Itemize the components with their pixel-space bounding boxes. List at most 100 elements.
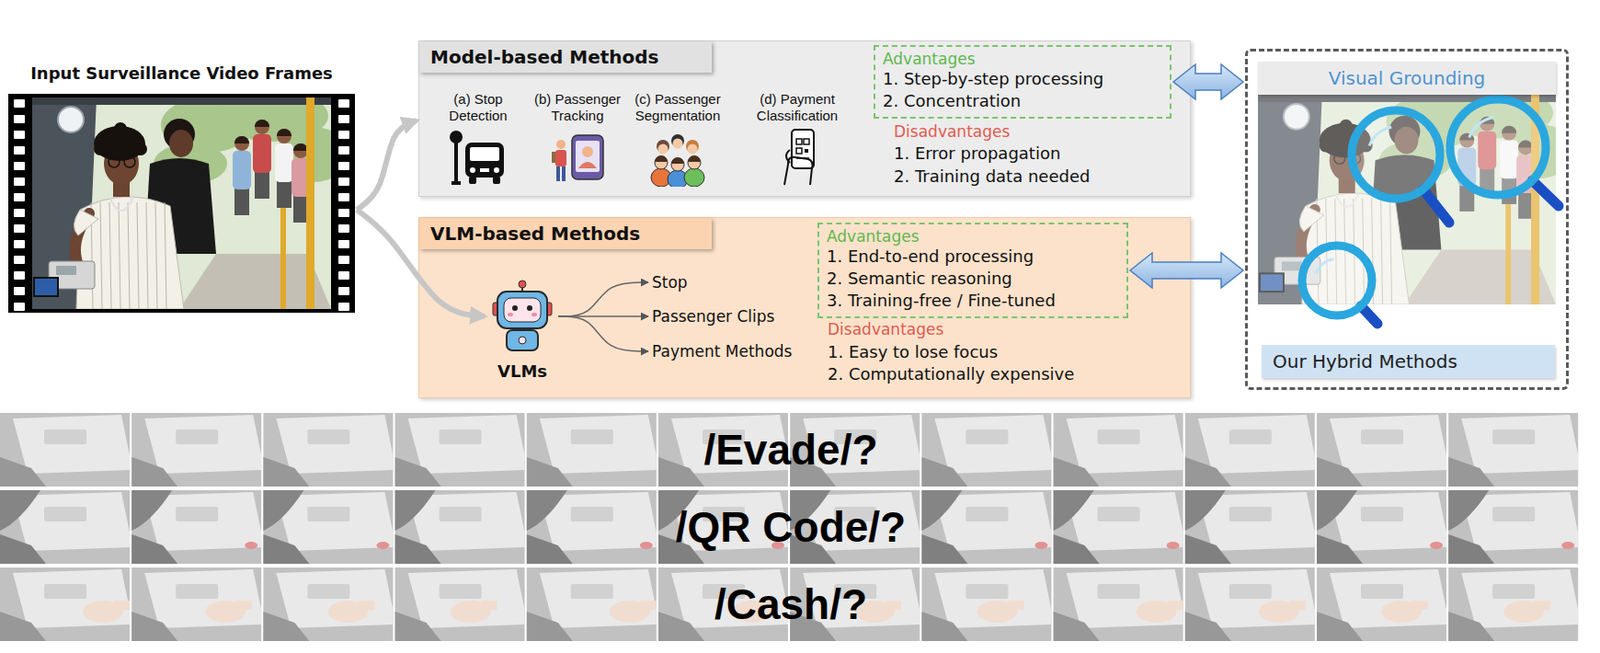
sprocket-hole xyxy=(338,146,350,155)
text-slot: Advantages xyxy=(826,227,1120,246)
person-body xyxy=(274,143,294,183)
magnifier-lens xyxy=(1302,245,1372,316)
text-slot: Payment Methods xyxy=(651,340,792,363)
vlm-label: VLMs xyxy=(488,361,557,382)
wheel xyxy=(468,176,477,184)
sprocket-hole xyxy=(13,146,25,155)
text-slot: Disadvantages xyxy=(827,320,944,339)
text-slot: Advantages xyxy=(882,49,1163,69)
shirt-stripe xyxy=(109,202,112,309)
screen-head xyxy=(582,146,594,158)
person-leg xyxy=(561,166,566,182)
sprocket-hole xyxy=(13,99,25,108)
hair xyxy=(687,155,701,162)
text-slot: 2. Semantic reasoning xyxy=(826,267,1120,290)
qr-corner xyxy=(796,138,802,145)
frame-question: /QR Code/? xyxy=(606,501,975,553)
text-slot: Disadvantages xyxy=(893,122,1010,141)
bus-wall xyxy=(32,97,97,309)
sprocket-hole xyxy=(338,302,350,311)
person-legs xyxy=(234,187,250,216)
advantage-item: 1. End-to-end processing xyxy=(826,245,1034,268)
sprocket-hole xyxy=(13,208,25,218)
grounding-header: Visual Grounding xyxy=(1257,61,1556,95)
sprocket-hole xyxy=(338,193,350,202)
sprocket-hole xyxy=(338,114,350,124)
person-body xyxy=(555,149,567,167)
robot-head xyxy=(497,291,548,329)
hybrid-box: Visual GroundingOur Hybrid Methods xyxy=(1245,48,1569,390)
magnifier-handle xyxy=(1531,180,1559,206)
head xyxy=(671,158,685,172)
text-slot: /QR Code/? xyxy=(606,501,975,553)
hair-curl xyxy=(102,127,116,141)
shirt-stripe xyxy=(137,202,139,309)
disadvantages-heading: Disadvantages xyxy=(893,122,1010,141)
disadvantages-heading: Disadvantages xyxy=(827,320,944,339)
person-legs xyxy=(276,180,292,208)
bus-body xyxy=(465,142,504,178)
sprocket-hole xyxy=(338,255,350,264)
sprocket-hole xyxy=(13,193,25,202)
sprocket-hole xyxy=(13,177,25,186)
sprocket-hole xyxy=(13,271,25,280)
text-slot: Passenger Clips xyxy=(651,305,775,328)
robot-cheek xyxy=(531,312,538,317)
step-box: (b) Passenger Tracking xyxy=(528,91,627,187)
input-video: Input Surveillance Video Frames xyxy=(8,93,355,313)
robot-cheek xyxy=(507,312,514,317)
sprocket-hole xyxy=(338,271,350,280)
sprocket-hole xyxy=(338,286,350,296)
person-head xyxy=(276,128,292,144)
shirt-stripe xyxy=(118,202,121,309)
sprocket-hole xyxy=(13,161,25,171)
sprocket-hole xyxy=(13,255,25,264)
segmentation-icon xyxy=(648,127,708,187)
frame-question: /Cash/? xyxy=(606,578,975,630)
shirt-stripe xyxy=(146,202,149,309)
text-slot: Input Surveillance Video Frames xyxy=(0,62,376,85)
vlm-robot: VLMs xyxy=(488,278,557,382)
glasses xyxy=(124,156,136,168)
face xyxy=(658,144,669,155)
antenna-ball xyxy=(518,280,526,288)
disadvantage-item: 2. Training data needed xyxy=(893,165,1090,188)
film-strip xyxy=(8,93,355,313)
face xyxy=(687,144,698,155)
head xyxy=(687,156,701,170)
disadvantage-item: 1. Easy to lose focus xyxy=(827,341,998,364)
screen-shoulders xyxy=(578,161,597,169)
bus-stop-icon xyxy=(448,127,508,187)
step-box: (d) Payment Classification xyxy=(748,91,846,187)
text-slot: VLM-based Methods xyxy=(419,217,712,250)
person-hair xyxy=(234,136,250,144)
magnifier-glint xyxy=(1469,117,1494,138)
panel-header: Model-based Methods xyxy=(419,41,712,73)
screen-inner xyxy=(575,140,600,172)
dashboard-screen xyxy=(34,277,58,297)
person-hair xyxy=(293,143,309,151)
headlight xyxy=(493,167,500,173)
advantage-item: 2. Semantic reasoning xyxy=(826,267,1013,290)
bus-scene xyxy=(32,93,350,309)
advantage-item: 3. Training-free / Fine-tuned xyxy=(826,289,1056,312)
stop-sign xyxy=(449,130,463,144)
sprocket-hole xyxy=(13,286,25,296)
text-slot: /Cash/? xyxy=(606,578,975,630)
shirt-stripe xyxy=(164,202,167,309)
advantage-item: 2. Concentration xyxy=(882,90,1021,113)
text-slot: Model-based Methods xyxy=(419,41,712,73)
grill xyxy=(480,168,490,172)
person-legs xyxy=(254,171,270,199)
text-slot: 2. Computationally expensive xyxy=(827,363,1075,386)
sprocket-hole xyxy=(13,240,25,249)
phone xyxy=(791,129,814,169)
shirt-stripe xyxy=(127,202,130,309)
robot-face xyxy=(503,297,541,322)
output-label: Passenger Clips xyxy=(651,305,775,328)
output-item: Passenger Clips xyxy=(651,305,775,328)
magnifier-glint xyxy=(1315,258,1334,274)
hair-curl xyxy=(114,122,127,136)
